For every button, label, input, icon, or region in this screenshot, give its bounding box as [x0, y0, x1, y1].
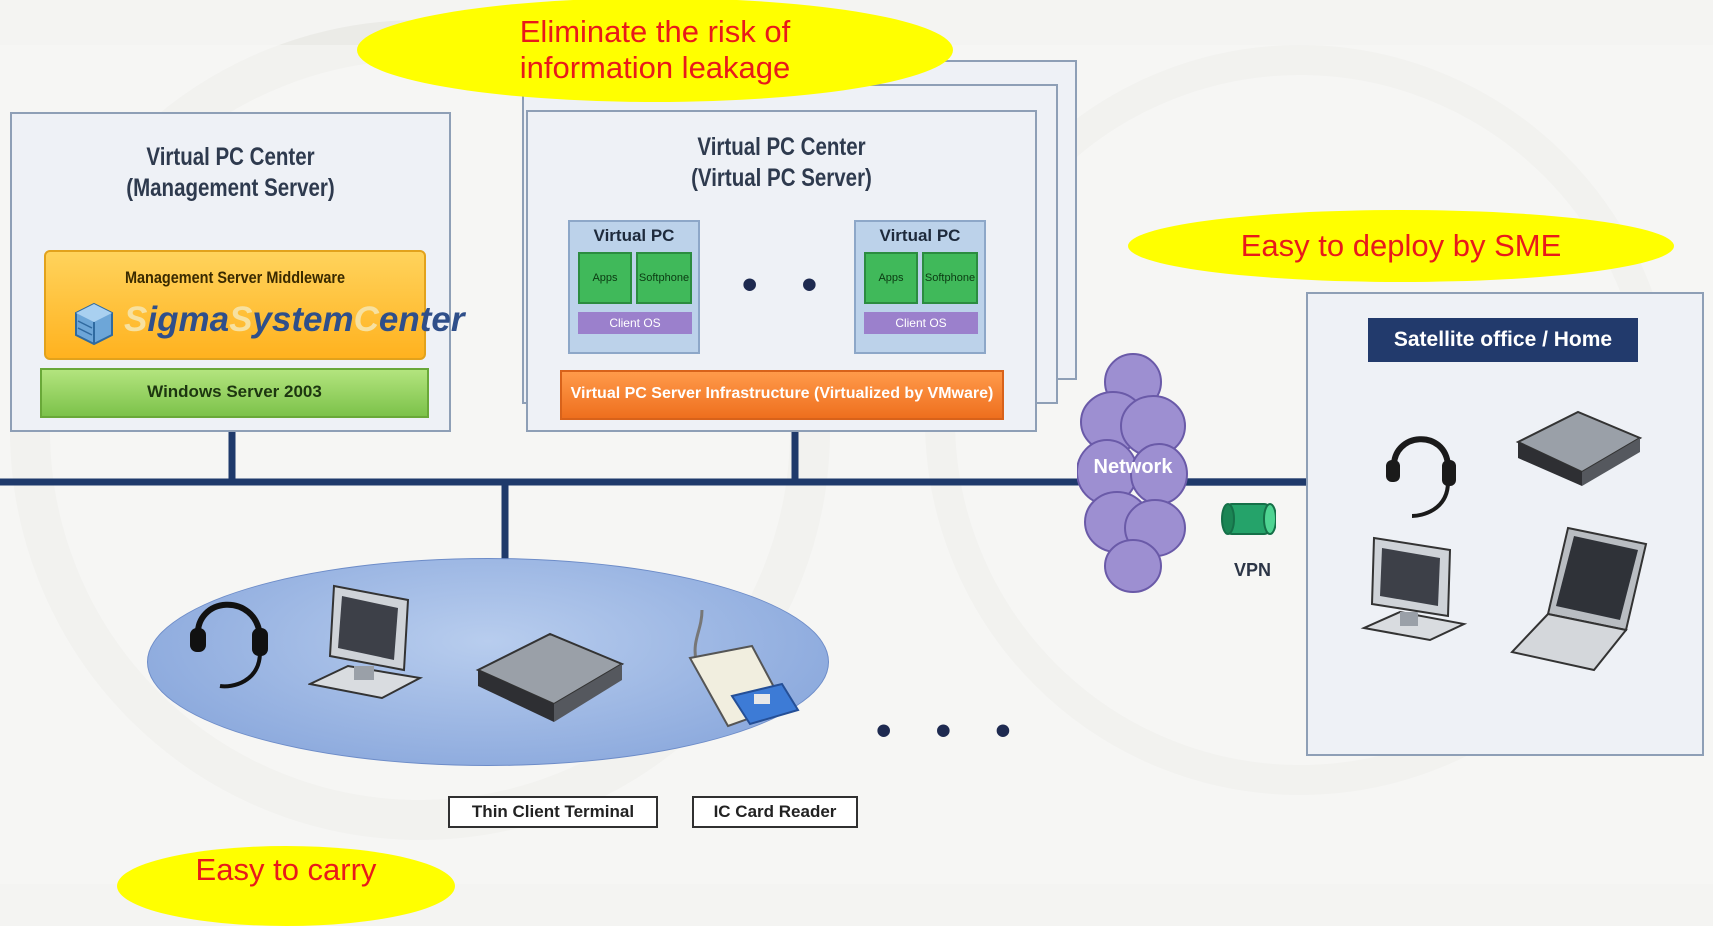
more-devices-dots: • • •	[876, 706, 1027, 755]
client-os-box: Client OS	[578, 312, 692, 334]
callout-easy-carry: Easy to carry	[117, 846, 455, 926]
windows-server-box: Windows Server 2003	[40, 368, 429, 418]
vpn-tunnel-icon	[1220, 498, 1277, 545]
softphone-box: Softphone	[922, 252, 978, 304]
desktop-computer-icon	[306, 580, 424, 735]
laptop-icon	[1508, 520, 1658, 685]
thin-client-label: Thin Client Terminal	[448, 796, 658, 828]
network-label: Network	[1093, 456, 1173, 478]
softphone-box: Softphone	[636, 252, 692, 304]
ic-card-reader-label: IC Card Reader	[692, 796, 858, 828]
management-title-1: Virtual PC Center	[146, 143, 315, 171]
satellite-office-panel: Satellite office / Home	[1306, 292, 1704, 756]
virtual-pc-card: Virtual PC Apps Softphone Client OS	[854, 220, 986, 354]
callout-easy-deploy: Easy to deploy by SME	[1128, 210, 1674, 282]
sigma-system-center-logo: SigmaSystemCenter	[124, 300, 465, 339]
satellite-office-title: Satellite office / Home	[1368, 318, 1638, 362]
server-cube-icon	[74, 302, 114, 351]
vpn-label: VPN	[1234, 560, 1272, 580]
thin-client-icon	[1508, 402, 1648, 497]
headset-icon	[186, 582, 272, 697]
vpc-server-title-2: (Virtual PC Server)	[691, 164, 872, 192]
middleware-box: Management Server Middleware SigmaSystem…	[44, 250, 464, 360]
middleware-label: Management Server Middleware	[124, 268, 346, 287]
callout-eliminate-risk: Eliminate the risk of information leakag…	[357, 0, 953, 102]
thin-client-icon	[470, 620, 630, 735]
headset-icon	[1382, 420, 1462, 525]
management-server-panel: Virtual PC Center (Management Server) Ma…	[10, 112, 464, 432]
management-title-2: (Management Server)	[126, 174, 335, 202]
virtual-pc-card: Virtual PC Apps Softphone Client OS	[568, 220, 700, 354]
vpc-server-title-1: Virtual PC Center	[697, 133, 866, 161]
vpc-infrastructure-box: Virtual PC Server Infrastructure (Virtua…	[560, 370, 1004, 420]
client-os-box: Client OS	[864, 312, 978, 334]
ic-card-reader-icon	[672, 600, 812, 745]
network-cloud-icon: Network	[1076, 352, 1189, 596]
apps-box: Apps	[578, 252, 632, 304]
virtual-pc-title: Virtual PC	[593, 226, 675, 245]
virtual-pc-server-panel: Virtual PC Center (Virtual PC Server) Vi…	[526, 110, 1037, 432]
apps-box: Apps	[864, 252, 918, 304]
virtual-pc-title: Virtual PC	[879, 226, 961, 245]
desktop-computer-icon	[1360, 528, 1470, 673]
